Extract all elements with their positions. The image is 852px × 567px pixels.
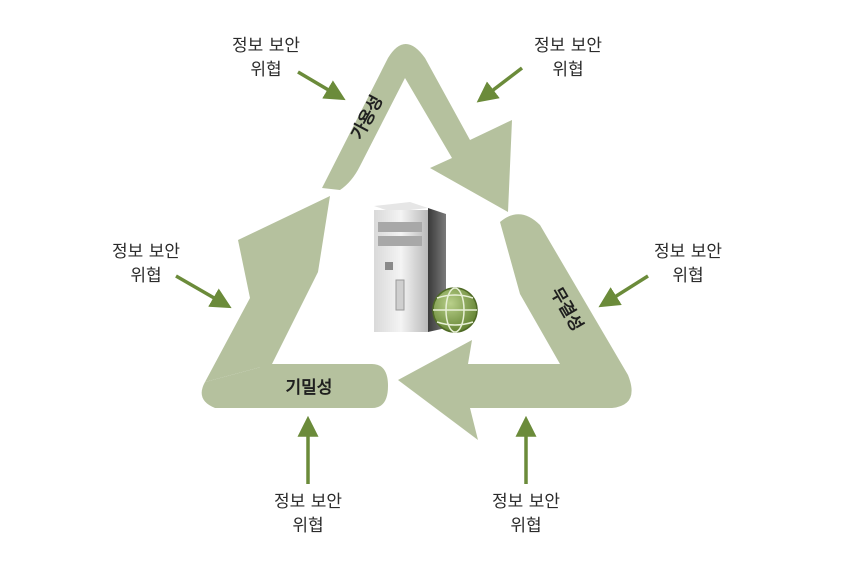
- threat-label-line2: 위협: [292, 516, 324, 536]
- threat-label-line1: 정보 보안: [654, 242, 722, 262]
- band-confidentiality: [260, 364, 388, 408]
- threat-label-left: 정보 보안 위협: [76, 240, 216, 288]
- threat-label-line1: 정보 보안: [232, 36, 300, 56]
- band-integrity: [398, 214, 632, 440]
- threat-label-top-right: 정보 보안 위협: [498, 34, 638, 82]
- threat-label-line1: 정보 보안: [534, 36, 602, 56]
- threat-label-line2: 위협: [510, 516, 542, 536]
- threat-label-bottom-right: 정보 보안 위협: [456, 490, 596, 538]
- threat-label-top-left: 정보 보안 위협: [196, 34, 336, 82]
- threat-arrow-left: [175, 274, 232, 309]
- threat-label-line2: 위협: [250, 60, 282, 80]
- threat-label-line1: 정보 보안: [274, 492, 342, 512]
- band-availability: [322, 44, 512, 212]
- threat-arrow-right: [598, 274, 649, 308]
- globe-icon: [432, 287, 478, 333]
- threat-label-bottom-left: 정보 보안 위협: [238, 490, 378, 538]
- threat-label-line2: 위협: [552, 60, 584, 80]
- threat-label-line1: 정보 보안: [112, 242, 180, 262]
- threat-arrow-top-right: [476, 66, 524, 103]
- threat-label-right: 정보 보안 위협: [618, 240, 758, 288]
- threat-arrow-top-left: [297, 70, 346, 101]
- label-confidentiality: 기밀성: [286, 377, 333, 398]
- threat-arrows: [175, 66, 649, 484]
- threat-label-line2: 위협: [672, 266, 704, 286]
- threat-label-line1: 정보 보안: [492, 492, 560, 512]
- band-confidentiality-to-availability: [205, 196, 330, 382]
- cycle-bands: [201, 44, 632, 440]
- threat-label-line2: 위협: [130, 266, 162, 286]
- band-corner-bottom-left: [201, 364, 272, 408]
